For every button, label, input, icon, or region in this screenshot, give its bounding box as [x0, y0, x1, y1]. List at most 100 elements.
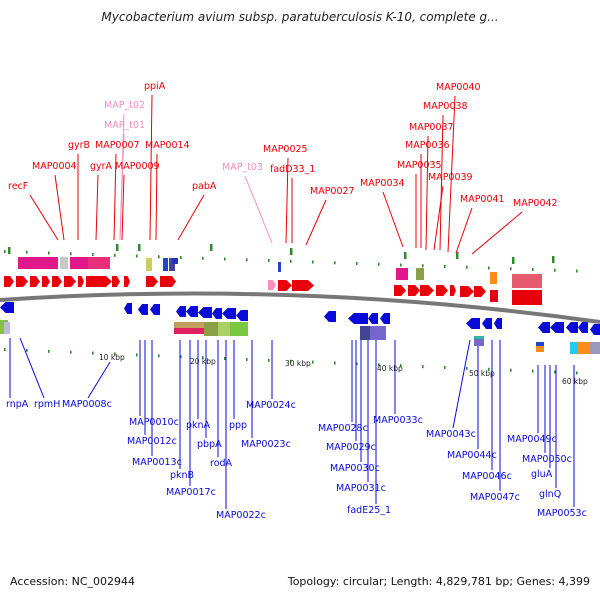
tick-dot [378, 363, 380, 367]
reverse-gene-label: MAP0043c [426, 429, 476, 440]
tick-dot [114, 352, 116, 356]
reverse-gene-arrow [466, 318, 480, 329]
forward-gene-arrow [474, 286, 486, 297]
tick-dot [290, 359, 292, 363]
reverse-gene-label: MAP0028c [318, 423, 368, 434]
tick-dot [400, 263, 402, 267]
feature-block [578, 342, 590, 354]
forward-gene-label: MAP0009 [115, 161, 160, 172]
reverse-leader-line [87, 361, 111, 399]
trna-leader-line [119, 133, 125, 241]
tick-dot [532, 268, 534, 272]
topology-summary: Topology: circular; Length: 4,829,781 bp… [287, 575, 590, 588]
tick-dot [334, 361, 336, 365]
forward-gene-arrow [166, 276, 176, 287]
reverse-gene-label: rpmH [34, 399, 60, 410]
forward-leader-line [455, 207, 473, 254]
feature-block [278, 262, 281, 272]
forward-gene-label: MAP0036 [405, 140, 450, 151]
tick-dot [554, 370, 556, 374]
feature-block [474, 336, 484, 339]
tick-dot [92, 253, 94, 257]
forward-leader-line [113, 153, 117, 241]
forward-gene-label: MAP0041 [460, 194, 505, 205]
feature-block [230, 322, 248, 336]
feature-block [360, 326, 370, 340]
trna-gene-label: MAP_t01 [104, 120, 145, 131]
tick-dot [290, 259, 292, 263]
forward-gene-label: MAP0042 [513, 198, 558, 209]
forward-gene-arrow [408, 285, 420, 296]
tick-dot [312, 360, 314, 364]
reverse-gene-label: MAP0030c [330, 463, 380, 474]
reverse-gene-arrow [590, 324, 600, 335]
tick-dot [576, 269, 578, 273]
tick-dot [48, 349, 50, 353]
forward-leader-line [29, 194, 59, 241]
tick-mark [456, 252, 459, 259]
tick-dot [4, 250, 6, 253]
reverse-gene-arrow [124, 303, 132, 314]
reverse-gene-arrow [176, 306, 186, 317]
tick-dot [180, 256, 182, 260]
tick-dot [4, 348, 6, 351]
tick-dot [246, 357, 248, 361]
forward-gene-label: MAP0025 [263, 144, 308, 155]
forward-gene-label: gyrB [68, 140, 90, 151]
tick-dot [92, 351, 94, 355]
feature-block [146, 258, 152, 271]
forward-gene-label: MAP0007 [95, 140, 140, 151]
forward-gene-arrow [112, 276, 120, 287]
forward-leader-line [471, 211, 523, 255]
tick-dot [114, 253, 116, 257]
forward-gene-arrow [4, 276, 14, 287]
tick-label: 40 kbp [377, 364, 403, 373]
tick-mark [138, 244, 141, 251]
tick-dot [136, 254, 138, 258]
reverse-gene-label: MAP0022c [216, 510, 266, 521]
tick-dot [268, 259, 270, 263]
reverse-gene-label: rnpA [6, 399, 29, 410]
reverse-gene-label: MAP0049c [507, 434, 557, 445]
forward-leader-line [149, 94, 153, 241]
forward-gene-arrow [146, 276, 158, 287]
feature-block [474, 336, 484, 346]
feature-block [174, 328, 204, 334]
reverse-gene-label: fadE25_1 [347, 505, 391, 516]
tick-dot [356, 362, 358, 366]
reverse-gene-label: MAP0046c [462, 471, 512, 482]
tick-mark [116, 244, 119, 251]
tick-dot [510, 368, 512, 372]
tick-mark [8, 247, 11, 254]
reverse-gene-label: MAP0029c [326, 442, 376, 453]
reverse-gene-arrow [324, 311, 336, 322]
tick-dot [224, 357, 226, 361]
tick-dot [576, 371, 578, 375]
trna-leader-line [244, 175, 273, 244]
reverse-gene-arrow [368, 313, 378, 324]
gene-labels: recFMAP0004gyrBgyrAMAP0007MAP0009MAP0014… [6, 81, 587, 521]
reverse-gene-arrow [0, 302, 14, 313]
genome-backbone [0, 291, 600, 324]
tick-dot [158, 255, 160, 259]
feature-block [590, 342, 600, 354]
reverse-gene-label: gluA [531, 469, 553, 480]
reverse-gene-arrow [236, 310, 248, 321]
feature-block [172, 258, 178, 264]
reverse-gene-arrow [578, 322, 588, 333]
forward-leader-line [305, 199, 327, 246]
trna-gene-label: MAP_t02 [104, 100, 145, 111]
forward-gene-arrow [436, 285, 448, 296]
reverse-gene-label: MAP0008c [62, 399, 112, 410]
tick-dot [246, 258, 248, 262]
forward-gene-label: ppiA [144, 81, 166, 92]
forward-gene-label: fadD33_1 [270, 164, 315, 175]
label-leader-lines [9, 94, 575, 509]
tick-dot [158, 354, 160, 358]
reverse-gene-arrow [138, 304, 148, 315]
reverse-leader-line [19, 337, 45, 399]
tick-mark [552, 256, 555, 263]
reverse-gene-label: MAP0053c [537, 508, 587, 519]
